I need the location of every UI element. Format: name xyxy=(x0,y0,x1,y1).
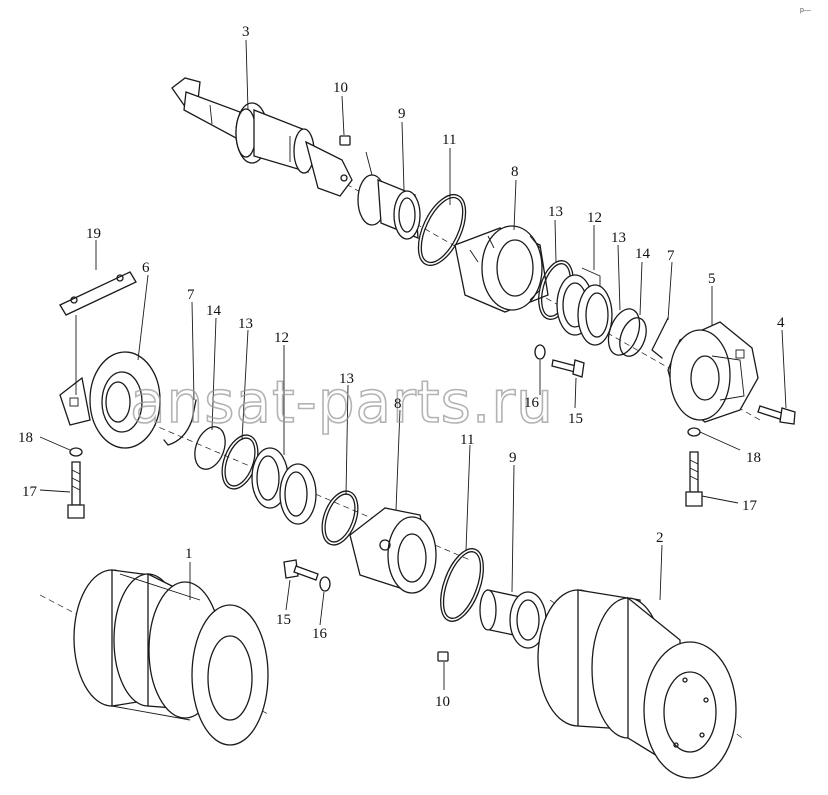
label-1: 1 xyxy=(185,546,193,562)
part-14-ring-lower xyxy=(194,426,226,470)
part-15-16-upper xyxy=(534,344,585,378)
label-18-right: 18 xyxy=(746,450,761,466)
label-11-upper: 11 xyxy=(442,132,456,148)
label-17-left: 17 xyxy=(22,484,38,500)
label-13-upper-2: 13 xyxy=(611,230,626,246)
part-13-ring-lower-2 xyxy=(321,490,359,546)
part-9-bushing-upper xyxy=(357,174,421,240)
label-14-lower: 14 xyxy=(206,303,222,319)
part-9-bushing-lower xyxy=(479,589,547,649)
label-5: 5 xyxy=(708,271,716,287)
label-7-upper: 7 xyxy=(667,248,675,264)
label-3: 3 xyxy=(242,24,250,40)
label-16-upper: 16 xyxy=(524,395,540,411)
part-1-roller xyxy=(73,569,269,746)
watermark-text: ansat-parts.ru xyxy=(130,368,554,436)
part-3-shaft xyxy=(171,77,353,197)
part-2-roller xyxy=(537,589,737,779)
part-number-labels: 3 10 9 11 8 13 12 13 14 7 5 4 19 6 7 14 … xyxy=(18,24,785,710)
label-9-upper: 9 xyxy=(398,106,406,122)
label-11-lower: 11 xyxy=(460,432,474,448)
part-10-pin-upper xyxy=(339,135,449,662)
part-8-collar-lower xyxy=(349,507,437,594)
part-15-16-lower xyxy=(283,559,331,592)
label-13-upper: 13 xyxy=(548,204,563,220)
label-13-lower-2: 13 xyxy=(339,371,354,387)
part-7-wire-lower xyxy=(163,399,197,446)
label-8-lower: 8 xyxy=(394,396,402,412)
part-5-end-cap xyxy=(667,321,759,423)
part-4-bolt xyxy=(757,405,796,425)
label-19: 19 xyxy=(86,226,101,242)
label-16-lower: 16 xyxy=(312,626,328,642)
part-7-wire-upper xyxy=(651,317,669,359)
label-6: 6 xyxy=(142,260,150,276)
label-8-upper: 8 xyxy=(511,164,519,180)
part-6-end-cap xyxy=(59,351,161,449)
label-12-upper: 12 xyxy=(587,210,602,226)
part-11-oring-upper xyxy=(417,193,467,267)
part-17-bolts xyxy=(67,451,703,519)
part-12-seal-upper xyxy=(556,267,613,346)
label-7-lower: 7 xyxy=(187,287,195,303)
label-10-lower: 10 xyxy=(435,694,450,710)
label-10-upper: 10 xyxy=(333,80,348,96)
label-13-lower: 13 xyxy=(238,316,253,332)
label-9-lower: 9 xyxy=(509,450,517,466)
label-2: 2 xyxy=(656,530,664,546)
leader-lines xyxy=(39,39,787,690)
label-15-lower: 15 xyxy=(276,612,291,628)
part-8-collar-upper xyxy=(454,225,549,313)
part-13-ring-upper-2 xyxy=(607,308,647,357)
label-15-upper: 15 xyxy=(568,411,583,427)
label-12-lower: 12 xyxy=(274,330,289,346)
part-11-oring-lower xyxy=(440,548,484,622)
label-4: 4 xyxy=(777,315,785,331)
part-12-seal-lower xyxy=(251,447,317,525)
part-19-plate xyxy=(59,271,137,316)
label-17-right: 17 xyxy=(742,498,758,514)
label-18-left: 18 xyxy=(18,430,33,446)
corner-mark: p— xyxy=(800,7,811,14)
label-14-upper: 14 xyxy=(635,246,651,262)
